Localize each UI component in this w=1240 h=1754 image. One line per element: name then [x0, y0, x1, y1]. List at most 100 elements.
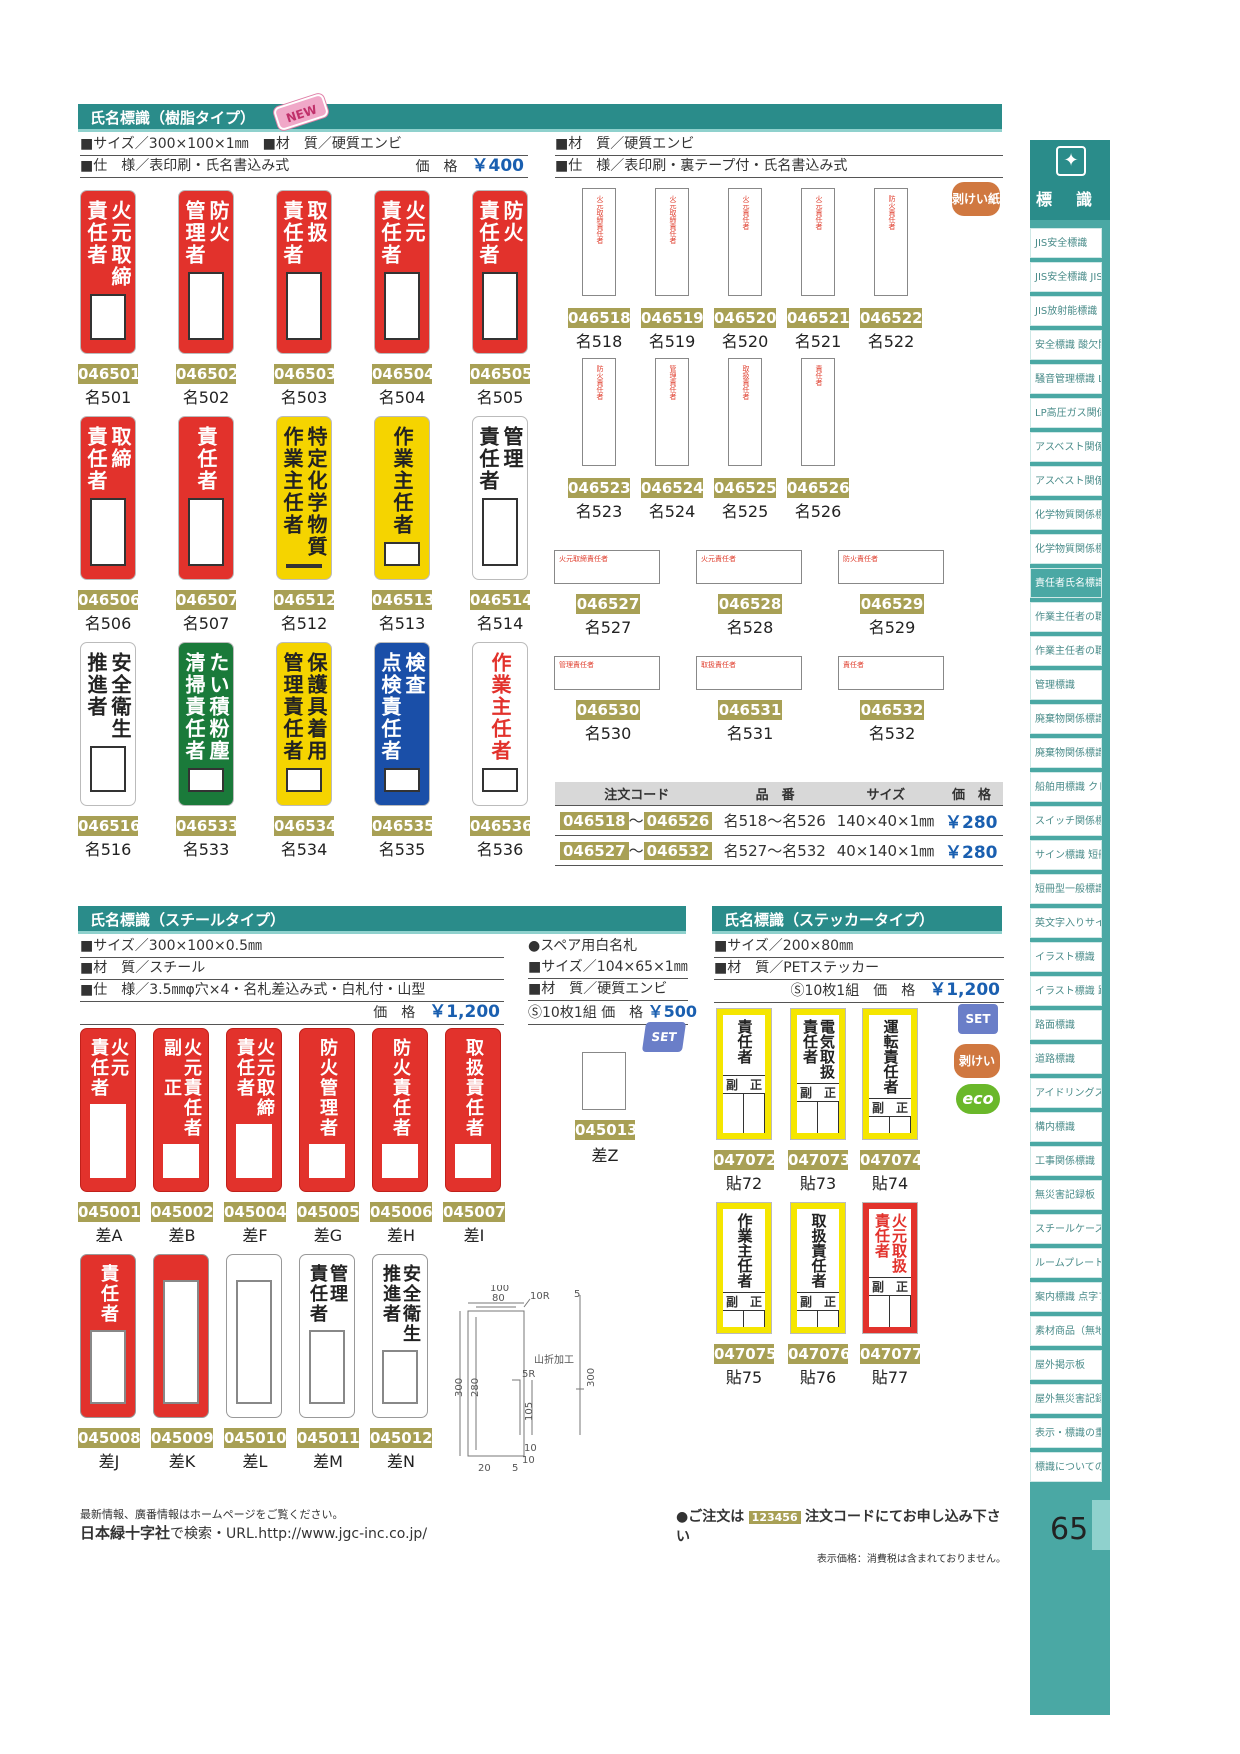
product-name: 名503 — [280, 388, 328, 407]
svg-text:山折加工: 山折加工 — [534, 1353, 574, 1366]
product-code: 045005 — [297, 1202, 360, 1222]
name-sign: たい積粉塵 清掃責任者 — [178, 642, 234, 806]
sidebar-item[interactable]: 短冊型一般標識 — [1030, 874, 1102, 904]
sidebar-item[interactable]: 構内標識 — [1030, 1112, 1102, 1142]
sidebar-item[interactable]: 管理標識 — [1030, 670, 1102, 700]
name-columns — [723, 1094, 765, 1133]
sidebar-item[interactable]: 標識についての詳細 — [1030, 1452, 1102, 1482]
sign-text: 責任者 — [735, 1019, 754, 1064]
svg-text:5: 5 — [574, 1289, 580, 1300]
sidebar-item[interactable]: 船舶用標識 クレーン関係標識 — [1030, 772, 1102, 802]
name-box — [383, 542, 421, 566]
sidebar-item[interactable]: スチールケース・書字札 — [1030, 1214, 1102, 1244]
sign-text: 火元責任者 副 正 — [161, 1038, 202, 1138]
sidebar-item[interactable]: 安全標識 酸欠関係標識 — [1030, 330, 1102, 360]
vice-main-row: 副 正 — [723, 1292, 765, 1311]
steel-sign: 火元 責任者 — [80, 1028, 136, 1192]
name-box — [383, 768, 421, 792]
product-code: 046527 — [576, 594, 640, 614]
product-name: 名506 — [84, 614, 132, 633]
product-code: 046532 — [860, 700, 924, 720]
name-box — [285, 564, 323, 568]
sidebar-item[interactable]: 道路標識 — [1030, 1044, 1102, 1074]
name-plate: 火元取締責任者 — [582, 188, 616, 296]
sidebar-item[interactable]: アイドリングストップ 環境配慮対応ボード — [1030, 1078, 1102, 1108]
name-sign: 作業主任者 — [374, 416, 430, 580]
product-code: 046528 — [718, 594, 782, 614]
product-name: 差K — [168, 1452, 196, 1471]
column — [723, 1311, 744, 1327]
product-code: 046536 — [470, 816, 533, 836]
column — [890, 1117, 911, 1133]
sign-text: 作業主任者 — [488, 652, 512, 762]
sidebar-item[interactable]: 表示・標識の重要性 標識についての詳細 — [1030, 1418, 1102, 1448]
sidebar-item[interactable]: 無災害記録板 — [1030, 1180, 1102, 1210]
sidebar-item[interactable]: 作業主任者の職務標識 管理標識 — [1030, 636, 1102, 666]
sidebar-item[interactable]: イラスト標識 — [1030, 942, 1102, 972]
sidebar-item[interactable]: ルームプレート — [1030, 1248, 1102, 1278]
vice-main-row: 副 正 — [869, 1277, 911, 1296]
sidebar-item[interactable]: 屋外無災害記録板 JIS規格改正について — [1030, 1384, 1102, 1414]
plate-text: 管理責任者 — [559, 661, 594, 669]
sticker-inner: 作業主任者副 正 — [723, 1209, 765, 1327]
name-plate: 火元取締責任者 — [554, 550, 660, 584]
sidebar-item[interactable]: 素材商品（無地板） — [1030, 1316, 1102, 1346]
product-code: 046502 — [176, 364, 239, 384]
sign-text: 防火責任者 — [390, 1038, 411, 1138]
sign-text: 火元取扱 責任者 — [873, 1213, 908, 1273]
column — [818, 1311, 839, 1327]
sidebar-item[interactable]: 路面標識 — [1030, 1010, 1102, 1040]
column — [744, 1094, 765, 1133]
sidebar-item[interactable]: 英文字入りサイン標識 吊り下げ標識 — [1030, 908, 1102, 938]
sign-text: 防火管理者 — [317, 1038, 338, 1138]
name-box — [89, 1104, 127, 1178]
vice-main-row: 副 正 — [869, 1098, 911, 1117]
sidebar-item[interactable]: アスベスト関係標識 有機溶剤関係標識 — [1030, 466, 1102, 496]
product-code: 047073 — [788, 1150, 851, 1170]
sidebar-item[interactable]: JIS安全標識 — [1030, 228, 1102, 258]
sign-text: 取扱 責任者 — [280, 200, 328, 266]
sidebar-item[interactable]: 責任者氏名標識 — [1030, 568, 1102, 598]
sidebar-item[interactable]: JIS安全標識 JISレーザ標識 — [1030, 262, 1102, 292]
sidebar-item[interactable]: 工事関係標識 — [1030, 1146, 1102, 1176]
peel-badge: 剥けい紙 — [954, 1044, 1000, 1102]
sidebar-item[interactable]: スイッチ関係標識 — [1030, 806, 1102, 836]
product-code: 046516 — [78, 816, 141, 836]
column — [797, 1102, 818, 1133]
sidebar-item[interactable]: 廃棄物関係標識 雇入教育・安全標識 — [1030, 738, 1102, 768]
column — [818, 1102, 839, 1133]
product-name: 名501 — [84, 388, 132, 407]
resin-specs: ■サイズ／300×100×1㎜ ■材 質／硬質エンビ ■仕 様／表印刷・氏名書込… — [80, 134, 528, 178]
sign-text: 管理 責任者 — [307, 1264, 348, 1324]
sidebar-item[interactable]: 騒音管理標識 LP高圧ガス関係標識 — [1030, 364, 1102, 394]
sidebar-item[interactable]: LP高圧ガス関係標識 — [1030, 398, 1102, 428]
sidebar-item[interactable]: 屋外掲示板 — [1030, 1350, 1102, 1380]
plate-text: 防火責任者 — [596, 365, 604, 400]
sidebar-item[interactable]: イラスト標識 路面標識 — [1030, 976, 1102, 1006]
name-box — [162, 1280, 200, 1404]
name-box — [235, 1124, 273, 1178]
name-plate: 管理責任者 — [554, 656, 660, 690]
svg-text:5: 5 — [512, 1463, 518, 1474]
steel-sign: 防火責任者 — [372, 1028, 428, 1192]
plate-text: 責任者 — [843, 661, 864, 669]
product-code: 046507 — [176, 590, 239, 610]
sidebar-item[interactable]: 案内標識 点字プレート — [1030, 1282, 1102, 1312]
sign-text: 検査 点検責任者 — [378, 652, 426, 762]
plate-text: 火元責任者 — [742, 195, 750, 230]
sidebar-item[interactable]: 作業主任者の職務標識 — [1030, 602, 1102, 632]
name-box — [285, 272, 323, 340]
sidebar-item[interactable]: サイン標識 短冊型一般標識 — [1030, 840, 1102, 870]
sidebar-item[interactable]: JIS放射能標識 — [1030, 296, 1102, 326]
product-code: 047074 — [860, 1150, 923, 1170]
product-code: 046501 — [78, 364, 141, 384]
name-sign: 取扱 責任者 — [276, 190, 332, 354]
sticker-sign: 責任者副 正 — [716, 1008, 772, 1140]
sidebar-item[interactable]: 化学物質関係標識 屋場・区画標識 — [1030, 534, 1102, 564]
sidebar-item[interactable]: 化学物質関係標識 — [1030, 500, 1102, 530]
sign-text: 保護具着用 管理責任者 — [280, 652, 328, 762]
sidebar-item[interactable]: 廃棄物関係標識 — [1030, 704, 1102, 734]
sidebar-item[interactable]: アスベスト関係標識 — [1030, 432, 1102, 462]
product-name: 差N — [387, 1452, 415, 1471]
steel-sign: 火元取締 責任者 — [226, 1028, 282, 1192]
